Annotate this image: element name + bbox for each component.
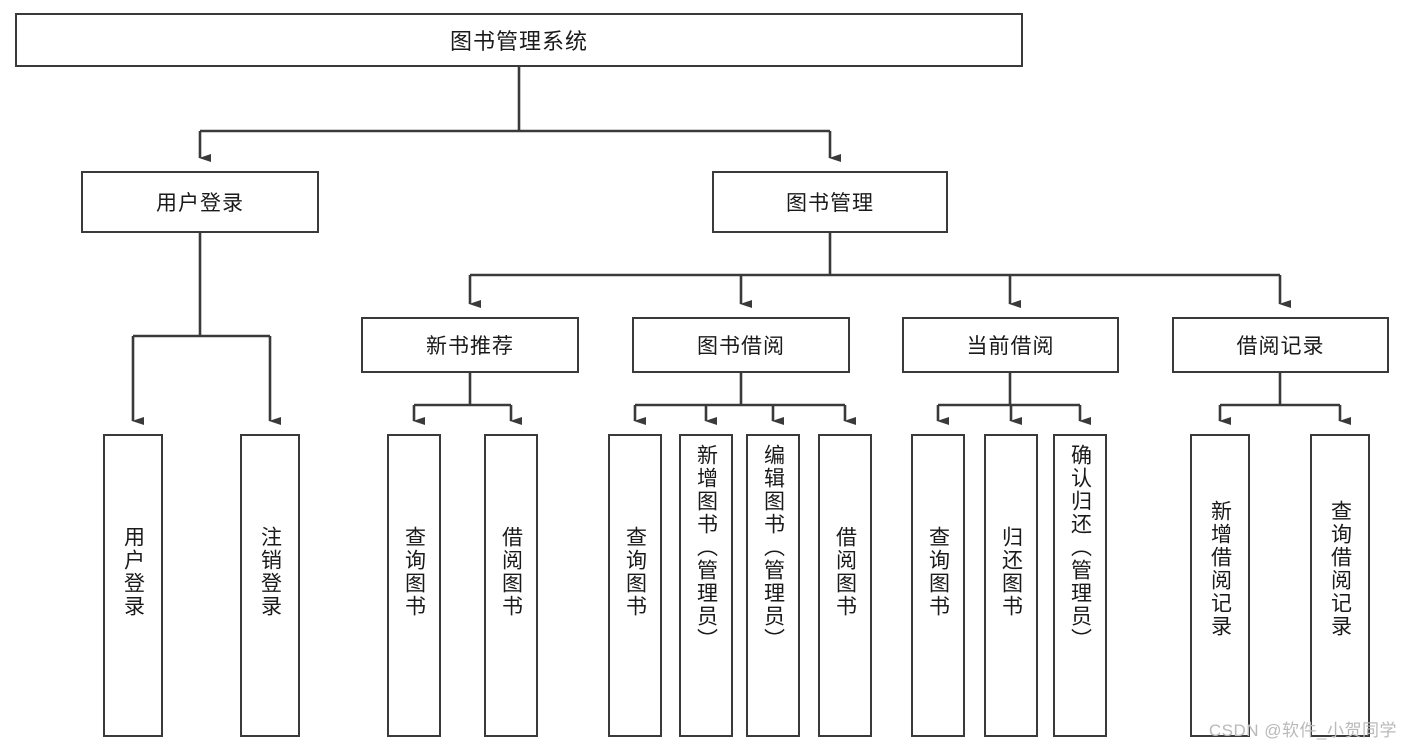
node-leaf-query-record[interactable]: 查询借阅记录	[1310, 434, 1370, 737]
node-leaf-add-record-label: 新增借阅记录	[1208, 500, 1232, 638]
node-new-book-recommend[interactable]: 新书推荐	[361, 317, 579, 373]
node-leaf-query-book-3[interactable]: 查询图书	[911, 434, 965, 737]
node-leaf-confirm-return-label: 确认归还（管理员）	[1068, 444, 1092, 651]
node-leaf-edit-book[interactable]: 编辑图书（管理员）	[746, 434, 800, 737]
node-borrow-record-label: 借阅记录	[1236, 335, 1325, 358]
node-leaf-return-book[interactable]: 归还图书	[984, 434, 1038, 737]
node-leaf-query-record-label: 查询借阅记录	[1328, 500, 1352, 638]
node-leaf-user-login[interactable]: 用户登录	[103, 434, 163, 737]
node-book-manage[interactable]: 图书管理	[712, 171, 948, 233]
node-root[interactable]: 图书管理系统	[15, 13, 1023, 67]
node-leaf-borrow-book-1[interactable]: 借阅图书	[484, 434, 538, 737]
node-root-label: 图书管理系统	[449, 29, 588, 54]
node-user-login-label: 用户登录	[156, 192, 244, 215]
node-current-borrow-label: 当前借阅	[966, 335, 1055, 358]
node-leaf-return-book-label: 归还图书	[999, 526, 1023, 618]
node-leaf-borrow-book-1-label: 借阅图书	[499, 526, 523, 618]
node-book-borrow[interactable]: 图书借阅	[632, 317, 850, 373]
node-leaf-add-record[interactable]: 新增借阅记录	[1190, 434, 1250, 737]
node-leaf-logout[interactable]: 注销登录	[240, 434, 300, 737]
node-leaf-borrow-book-2-label: 借阅图书	[833, 526, 857, 618]
node-new-book-recommend-label: 新书推荐	[426, 335, 514, 358]
node-user-login[interactable]: 用户登录	[81, 171, 319, 233]
node-current-borrow[interactable]: 当前借阅	[902, 317, 1119, 373]
node-leaf-edit-book-label: 编辑图书（管理员）	[761, 444, 785, 651]
node-leaf-add-book[interactable]: 新增图书（管理员）	[679, 434, 733, 737]
node-leaf-user-login-label: 用户登录	[121, 526, 145, 618]
node-leaf-confirm-return[interactable]: 确认归还（管理员）	[1053, 434, 1107, 737]
node-book-borrow-label: 图书借阅	[697, 335, 785, 358]
node-borrow-record[interactable]: 借阅记录	[1172, 317, 1389, 373]
node-leaf-query-book-1-label: 查询图书	[402, 526, 426, 618]
node-leaf-query-book-1[interactable]: 查询图书	[387, 434, 441, 737]
node-leaf-query-book-3-label: 查询图书	[926, 526, 950, 618]
node-leaf-query-book-2-label: 查询图书	[623, 526, 647, 618]
node-leaf-query-book-2[interactable]: 查询图书	[608, 434, 662, 737]
node-leaf-borrow-book-2[interactable]: 借阅图书	[818, 434, 872, 737]
node-book-manage-label: 图书管理	[786, 192, 874, 215]
watermark: CSDN @软件_小贺同学	[1208, 721, 1397, 740]
node-leaf-add-book-label: 新增图书（管理员）	[694, 444, 718, 651]
node-leaf-logout-label: 注销登录	[258, 526, 282, 618]
